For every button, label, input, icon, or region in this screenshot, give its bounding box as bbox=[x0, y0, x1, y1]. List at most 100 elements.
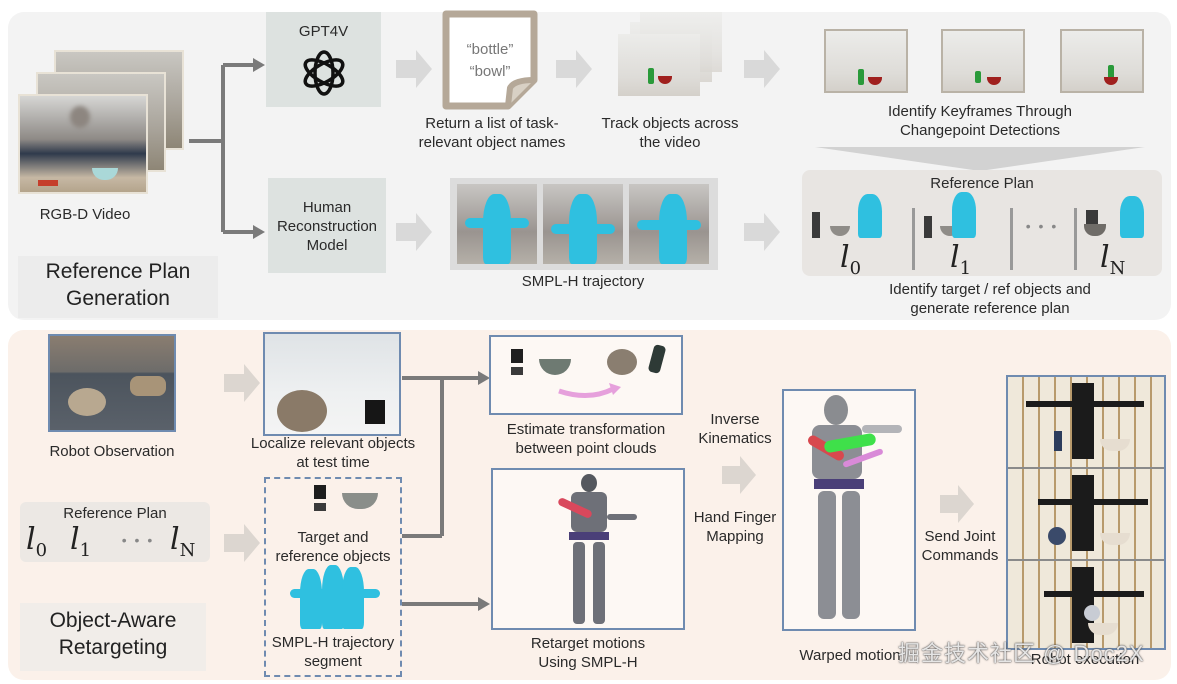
source-bowl bbox=[539, 359, 571, 375]
execution-frame-3 bbox=[1008, 561, 1164, 648]
reference-bowl bbox=[1084, 224, 1106, 236]
retarget-caption-2: Using SMPL-H bbox=[538, 654, 638, 671]
robot-head bbox=[824, 395, 848, 425]
smpl-body bbox=[483, 194, 511, 264]
hrm-line1: Human bbox=[302, 199, 352, 216]
target-caption-1: Target and bbox=[297, 529, 369, 546]
smpl-trajectory-strip bbox=[450, 178, 718, 270]
bottle bbox=[1054, 431, 1062, 451]
reference-plan-compact-title: Reference Plan bbox=[63, 505, 167, 522]
red-object bbox=[38, 180, 58, 186]
blurred-face bbox=[70, 106, 90, 128]
localized-bottle bbox=[365, 400, 385, 424]
openai-logo-icon bbox=[303, 50, 344, 96]
robot-leg-left bbox=[573, 542, 585, 624]
hand-finger-label-2: Mapping bbox=[706, 528, 764, 545]
robot-execution-caption: Robot execution bbox=[1030, 651, 1140, 668]
localize-caption-1: Localize relevant objects bbox=[250, 435, 416, 452]
robot-leg-right bbox=[842, 491, 860, 619]
flow-arrow bbox=[940, 485, 974, 523]
flow-arrow bbox=[556, 50, 592, 88]
tracked-bottle bbox=[648, 68, 654, 84]
flow-arrow bbox=[722, 456, 756, 494]
smpl-pose bbox=[858, 194, 882, 238]
source-bottle-base bbox=[511, 367, 523, 375]
track-frame-front bbox=[618, 34, 700, 96]
grasped-bottle bbox=[1084, 605, 1100, 621]
section-title-line1: Reference Plan bbox=[45, 260, 191, 283]
smpl-frame-3 bbox=[629, 184, 709, 264]
plan-segment-box: Target and reference objects SMPL-H traj… bbox=[264, 477, 402, 677]
note-item-bottle: “bottle” bbox=[466, 41, 514, 58]
grasped-bottle bbox=[1048, 527, 1066, 545]
smpl-pose bbox=[300, 569, 322, 629]
estimate-caption-2: between point clouds bbox=[515, 440, 657, 457]
target-object-base bbox=[314, 503, 326, 511]
keyframes-caption-1: Identify Keyframes Through bbox=[888, 103, 1072, 120]
gpt4v-box: GPT4V bbox=[266, 12, 381, 107]
plan-step-l0: l0 bbox=[26, 522, 48, 561]
plan-ellipsis: • • • bbox=[121, 532, 155, 548]
plan-step-l1: l1 bbox=[70, 522, 92, 561]
smpl-segment-caption-1: SMPL-H trajectory bbox=[271, 634, 395, 651]
video-frame-front bbox=[18, 94, 148, 194]
localize-caption-2: at test time bbox=[296, 454, 370, 471]
robot-arm bbox=[607, 514, 637, 520]
note-caption-1: Return a list of task- bbox=[425, 115, 559, 132]
object-list-note-icon bbox=[442, 10, 538, 110]
flow-arrow bbox=[224, 524, 260, 562]
smpl-frame-1 bbox=[457, 184, 537, 264]
target-caption-2: reference objects bbox=[275, 548, 391, 565]
robot-head bbox=[581, 474, 597, 492]
split-connector bbox=[189, 58, 265, 239]
down-wedge-arrow bbox=[815, 147, 1145, 171]
merge-connector bbox=[402, 371, 490, 611]
transform-arrow-icon bbox=[558, 383, 621, 398]
smpl-frame-2 bbox=[543, 184, 623, 264]
flow-arrow bbox=[396, 50, 432, 88]
flow-arrow bbox=[224, 364, 260, 402]
smpl-segment-caption-2: segment bbox=[304, 653, 362, 670]
watermark-text: 掘金技术社区 @ Doc2X bbox=[898, 641, 1145, 666]
localized-objects-image bbox=[263, 332, 401, 436]
reference-plan-title: Reference Plan bbox=[930, 175, 1034, 192]
section-title-line2: Retargeting bbox=[58, 636, 168, 659]
reference-bowl bbox=[830, 226, 850, 236]
keyframe-1 bbox=[824, 29, 908, 93]
plan-step-lN: lN bbox=[1100, 240, 1126, 279]
cloth bbox=[130, 376, 166, 396]
estimate-caption-1: Estimate transformation bbox=[506, 421, 666, 438]
execution-frame-1 bbox=[1008, 377, 1164, 469]
robot-waist bbox=[814, 479, 864, 489]
retarget-caption-1: Retarget motions bbox=[530, 635, 646, 652]
smpl-arms bbox=[551, 224, 615, 234]
track-caption-1: Track objects across bbox=[601, 115, 739, 132]
smpl-pose bbox=[342, 567, 364, 629]
plan-ellipsis: • • • bbox=[1025, 218, 1059, 234]
reference-plan-compact: Reference Plan l0 l1 • • • lN bbox=[20, 502, 210, 562]
smpl-pose bbox=[1120, 196, 1144, 238]
smpl-arms bbox=[637, 220, 701, 230]
robot-arms bbox=[1026, 401, 1144, 407]
smpl-trajectory-caption: SMPL-H trajectory bbox=[521, 273, 645, 290]
execution-frame-2 bbox=[1008, 469, 1164, 561]
reference-bowl bbox=[342, 493, 378, 509]
smpl-pose bbox=[952, 192, 976, 238]
robot-observation-image bbox=[48, 334, 176, 432]
step-divider bbox=[912, 208, 915, 270]
target-bottle bbox=[647, 343, 667, 375]
plan-step-lN: lN bbox=[170, 522, 196, 561]
bowl bbox=[1088, 623, 1118, 635]
ik-label-1: Inverse bbox=[710, 411, 760, 428]
target-bowl bbox=[607, 349, 637, 375]
robot-arms bbox=[1044, 591, 1144, 597]
localized-bowl bbox=[277, 390, 327, 432]
smpl-arms bbox=[465, 218, 529, 228]
ref-plan-caption-2: generate reference plan bbox=[910, 300, 1070, 317]
warped-motion-caption: Warped motion bbox=[799, 647, 901, 664]
keyframe-bottle bbox=[975, 71, 981, 83]
warped-motion-image bbox=[782, 389, 916, 631]
keyframes-caption-2: Changepoint Detections bbox=[899, 122, 1061, 139]
flow-arrow bbox=[396, 213, 432, 251]
flow-arrow bbox=[744, 213, 780, 251]
